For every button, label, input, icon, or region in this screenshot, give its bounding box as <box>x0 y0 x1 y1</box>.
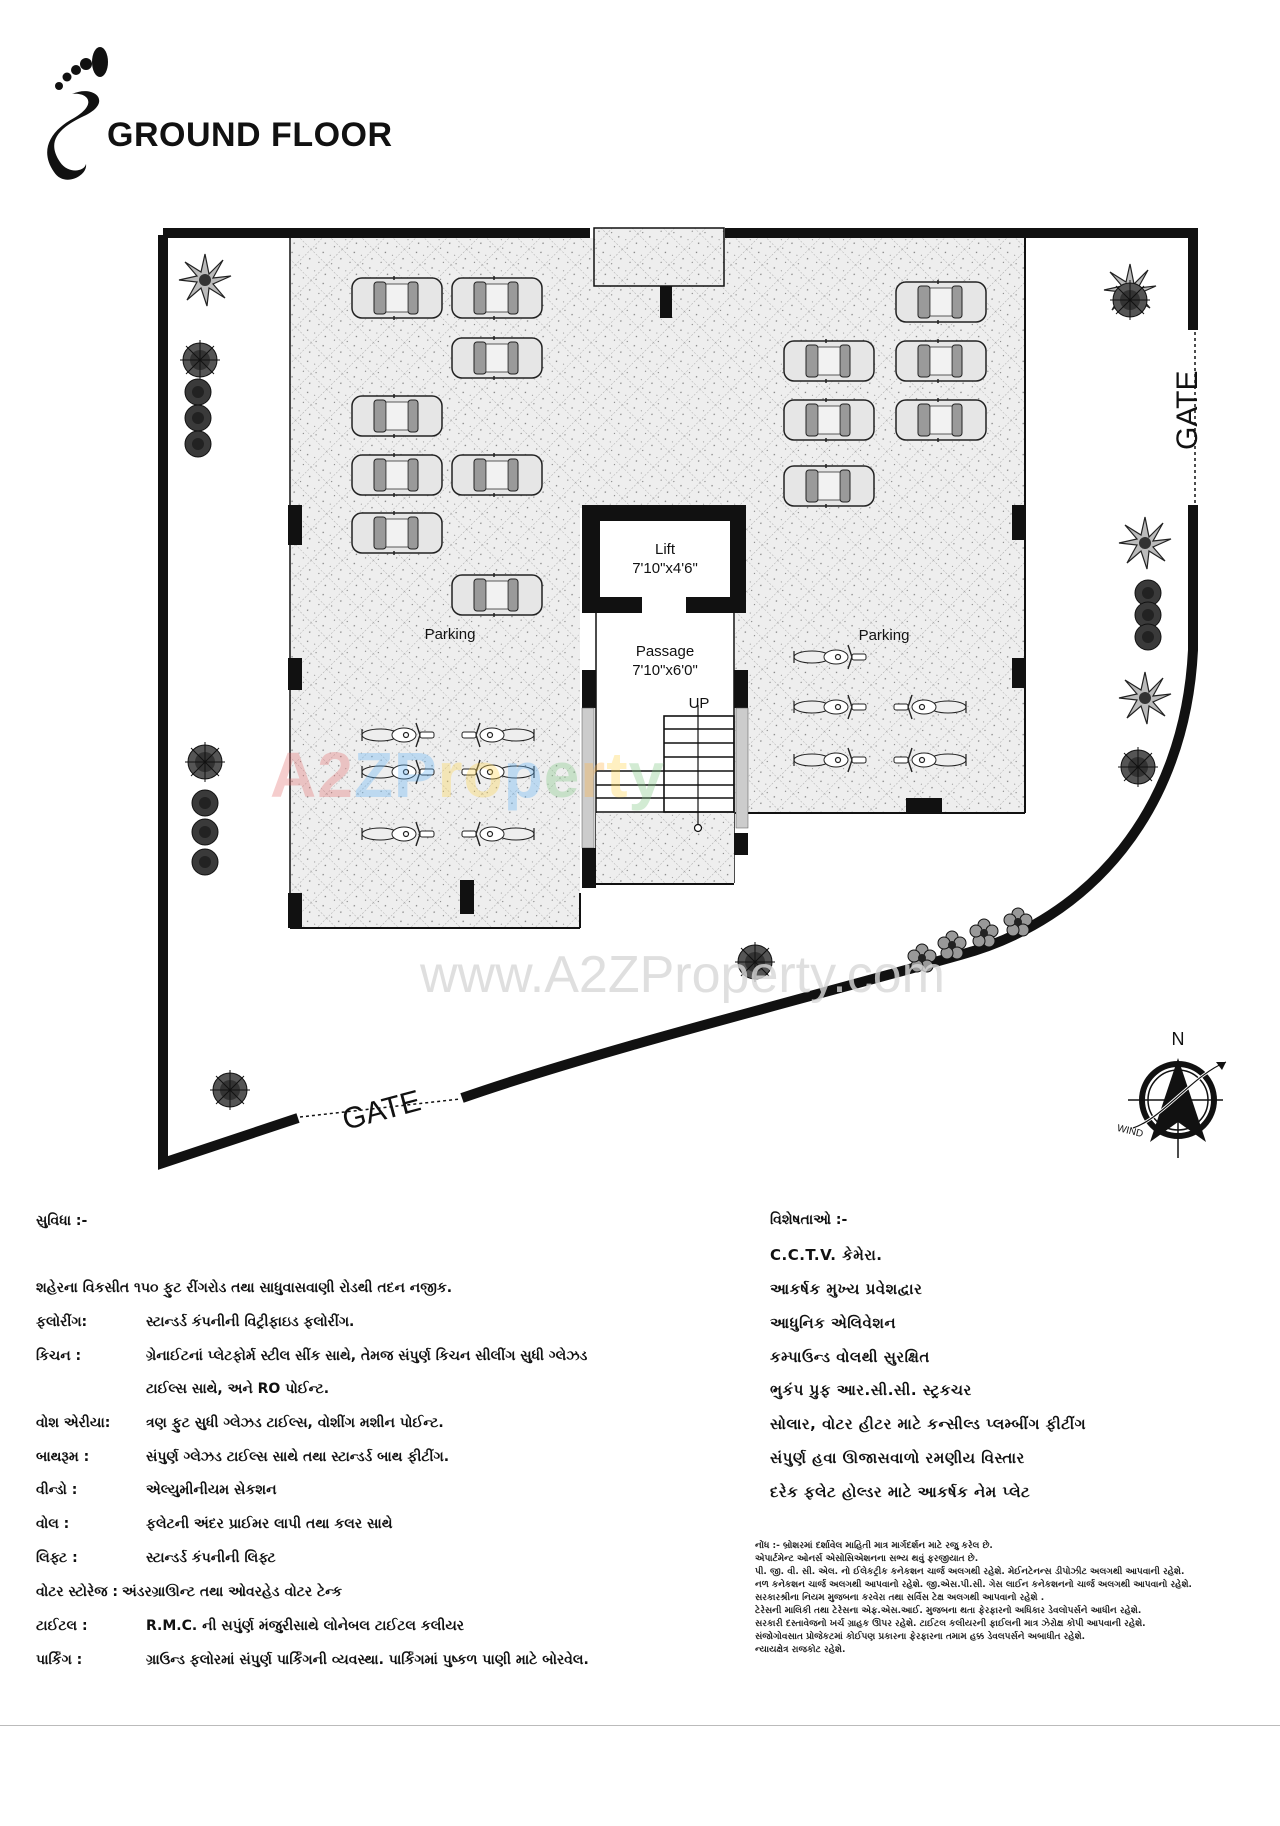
feature-item: સોલાર, વોટર હીટર માટે કન્સીલ્ડ પ્લમ્બીંગ… <box>770 1415 1087 1433</box>
parking-right-label: Parking <box>858 627 910 644</box>
feature-item: દરેક ફલેટ હોલ્ડર માટે આકર્ષક નેમ પ્લેટ <box>770 1483 1031 1501</box>
amenity-row: વોટર સ્ટોરેજ :અંડરગ્રાઊન્ટ તથા ઓવરહેડ વો… <box>36 1584 343 1600</box>
note-line: ટેરેસની માલિકી તથા ટેરેસના એફ.એસ.આઈ. મુજ… <box>755 1606 1142 1616</box>
passage-label: Passage 7'10"x6'0" <box>606 642 724 680</box>
amenity-row: કિચન :ગ્રેનાઈટનાં પ્લેટફોર્મ સ્ટીલ સીંક … <box>36 1348 588 1364</box>
bottom-divider <box>0 1725 1280 1726</box>
amenities-heading: સુવિધા :- <box>36 1213 88 1229</box>
feature-item: આકર્ષક મુખ્ય પ્રવેશદ્વાર <box>770 1280 923 1298</box>
note-line: સરકારશ્રીના નિયમ મુજબના કરવેરા તથા સર્વિ… <box>755 1593 1045 1603</box>
amenity-row: પાર્કિંગ :ગ્રાઉન્ડ ફલોરમાં સંપુર્ણ પાર્ક… <box>36 1652 589 1668</box>
notes-block: નોંધ :- બ્રોશરમાં દર્શાવેલ માહિતી માત્ર … <box>755 1540 1280 1657</box>
amenity-row: વોશ એરીયા:ત્રણ ફુટ સુધી ગ્લેઝડ ટાઈલ્સ, વ… <box>36 1415 444 1431</box>
gate-east-label: GATE <box>1171 370 1204 450</box>
note-line: સરકારી દસ્તાવેજનો ખર્ચ ગ્રાહક ઊપર રહેશે.… <box>755 1619 1146 1629</box>
passage-size: 7'10"x6'0" <box>632 662 698 679</box>
features-heading: વિશેષતાઓ :- <box>770 1212 848 1228</box>
note-line: ન્યાયક્ષેત્ર રાજકોટ રહેશે. <box>755 1645 846 1655</box>
lift-label: Lift 7'10"x4'6" <box>608 540 722 578</box>
note-line: સંજોગોવસાત પ્રોજેકટમાં કોઈપણ પ્રકારના ફે… <box>755 1632 1086 1642</box>
amenity-row: વોલ :ફલેટની અંદર પ્રાઈમર લાપી તથા કલર સા… <box>36 1516 393 1532</box>
feature-item: C.C.T.V. કેમેરા. <box>770 1246 883 1264</box>
compass-north-label: N <box>1171 1029 1185 1049</box>
footprint-icon <box>47 47 108 180</box>
parking-left-label: Parking <box>424 626 476 643</box>
feature-item: ભુકંપ પ્રુફ આર.સી.સી. સ્ટ્રકચર <box>770 1381 972 1399</box>
page-title: GROUND FLOOR <box>107 116 393 154</box>
note-line: નળ કનેકશન ચાર્જ અલગથી આપવાનો રહેશે. જી.એ… <box>755 1580 1192 1590</box>
amenity-row: ટાઈલ્સ સાથે, અને RO પોઈન્ટ. <box>146 1381 330 1397</box>
feature-item: કમ્પાઉન્ડ વોલથી સુરક્ષિત <box>770 1348 930 1366</box>
feature-item: સંપુર્ણ હવા ઊજાસવાળો રમણીય વિસ્તાર <box>770 1449 1025 1467</box>
amenity-row: વીન્ડો :એલ્યુમીનીયમ સેકશન <box>36 1482 277 1498</box>
amenity-row: ટાઈટલ :R.M.C. ની સપુંર્ણ મંજુરીસાથે લોને… <box>36 1618 465 1634</box>
ground-floor-plan <box>158 227 1227 1170</box>
stairs-up-label: UP <box>688 695 710 712</box>
amenity-row: લિફ્ટ :સ્ટાન્ડર્ડ કંપનીની લિફ્ટ <box>36 1550 276 1566</box>
compass-icon <box>1128 1058 1227 1158</box>
watermark-logo: A2ZProperty <box>270 739 666 811</box>
lift-name: Lift <box>654 541 675 558</box>
amenity-row: ફલોરીંગ:સ્ટાન્ડર્ડ કંપનીની વિટ્રીફાઇડ ફલ… <box>36 1314 355 1330</box>
watermark-url: www.A2ZProperty.com <box>420 946 945 1004</box>
lift-size: 7'10"x4'6" <box>632 560 698 577</box>
passage-name: Passage <box>635 643 695 660</box>
amenity-row: બાથરૂમ :સંપુર્ણ ગ્લેઝડ ટાઈલ્સ સાથે તથા સ… <box>36 1449 450 1465</box>
note-line: નોંધ :- બ્રોશરમાં દર્શાવેલ માહિતી માત્ર … <box>755 1541 993 1551</box>
note-line: એપાર્ટમેન્ટ ઓનર્સ એસોસિએશનના સભ્ય થવું ફ… <box>755 1554 979 1564</box>
note-line: પી. જી. વી. સી. એલ. નો ઈલેકટ્રીક કનેકશન … <box>755 1567 1185 1577</box>
amenities-intro: શહેરના વિકસીત ૧૫૦ ફુટ રીંગરોડ તથા સાધુવા… <box>36 1280 453 1296</box>
feature-item: આધુનિક એલિવેશન <box>770 1314 897 1332</box>
